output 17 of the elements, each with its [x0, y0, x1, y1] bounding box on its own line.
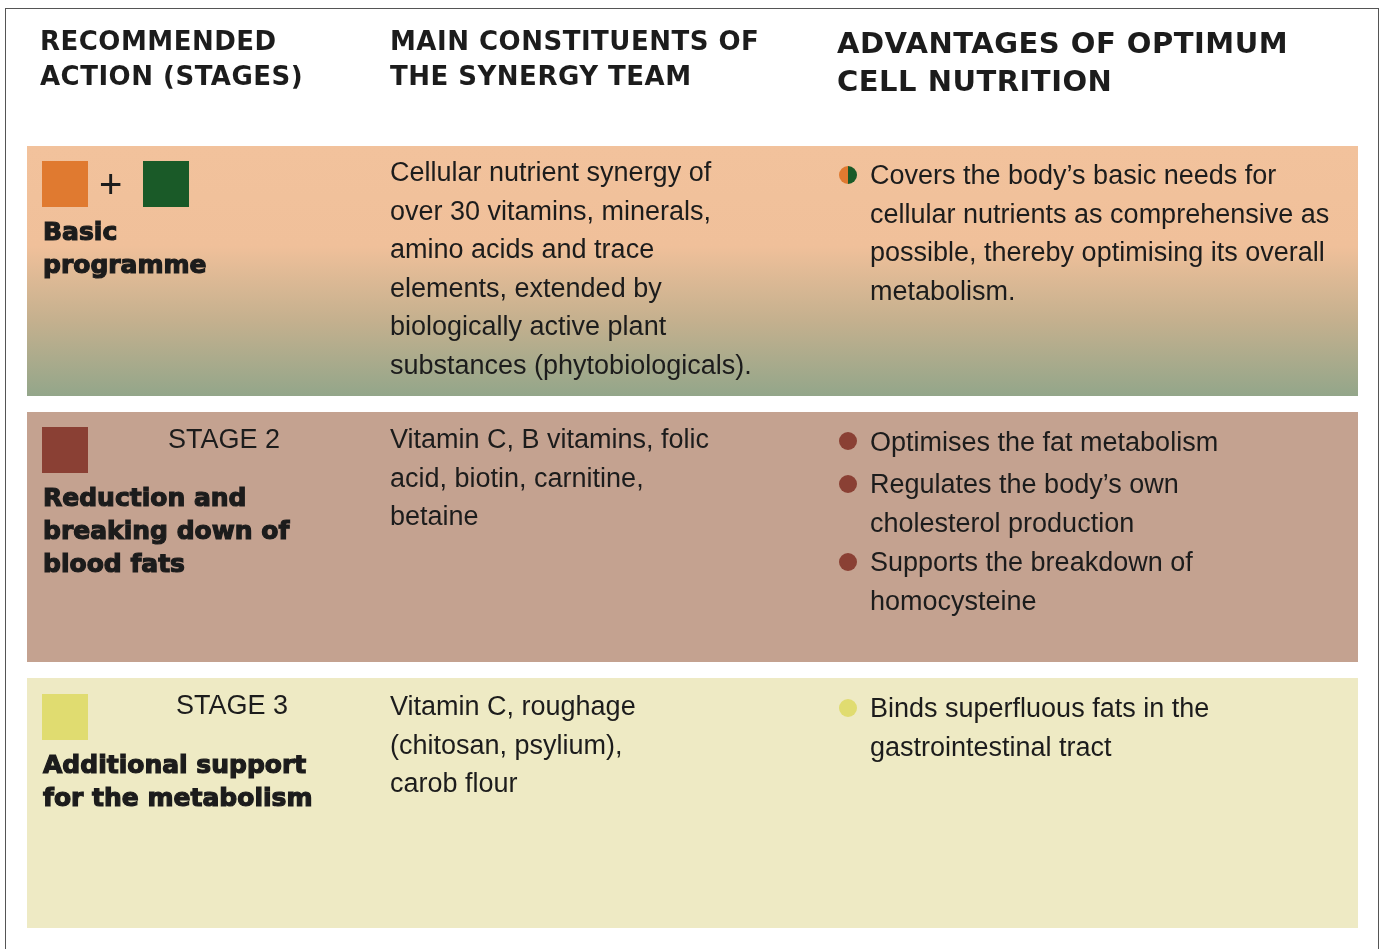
- advantage-text: Optimises the fat metabolism: [870, 426, 1219, 459]
- stage-label: STAGE 3: [176, 689, 289, 722]
- stage-title: Additional support for the metabolism: [43, 749, 314, 814]
- stage-label: STAGE 2: [168, 423, 281, 456]
- advantage-text: Binds superfluous fats in the gastrointestinal tract: [870, 692, 1211, 764]
- stage-title: Reduction and breaking down of blood fats: [43, 482, 291, 580]
- constituents-text: Vitamin C, roughage (chitosan, psylium), carob flour: [390, 690, 637, 800]
- stage-title: Basic programme: [43, 216, 208, 281]
- advantage-text: Covers the body’s basic needs for cellular nutrients as comprehensive as possible, thereby optimising its overall metabolism.: [870, 159, 1330, 308]
- constituents-text: Vitamin C, B vitamins, folic acid, biotin, carnitine, betaine: [390, 423, 710, 533]
- column-header: MAIN CONSTITUENTS OF THE SYNERGY TEAM: [390, 25, 761, 93]
- column-header: ADVANTAGES OF OPTIMUM CELL NUTRITION: [837, 25, 1290, 100]
- constituents-text: Cellular nutrient synergy of over 30 vitamins, minerals, amino acids and trace elements, extended by biologically active plant substances (phytobiologicals).: [390, 156, 753, 382]
- column-header: RECOMMENDED ACTION (STAGES): [40, 25, 305, 93]
- advantage-text: Supports the breakdown of homocysteine: [870, 546, 1194, 618]
- plus-sign: +: [99, 164, 123, 204]
- advantage-text: Regulates the body’s own cholesterol production: [870, 468, 1180, 540]
